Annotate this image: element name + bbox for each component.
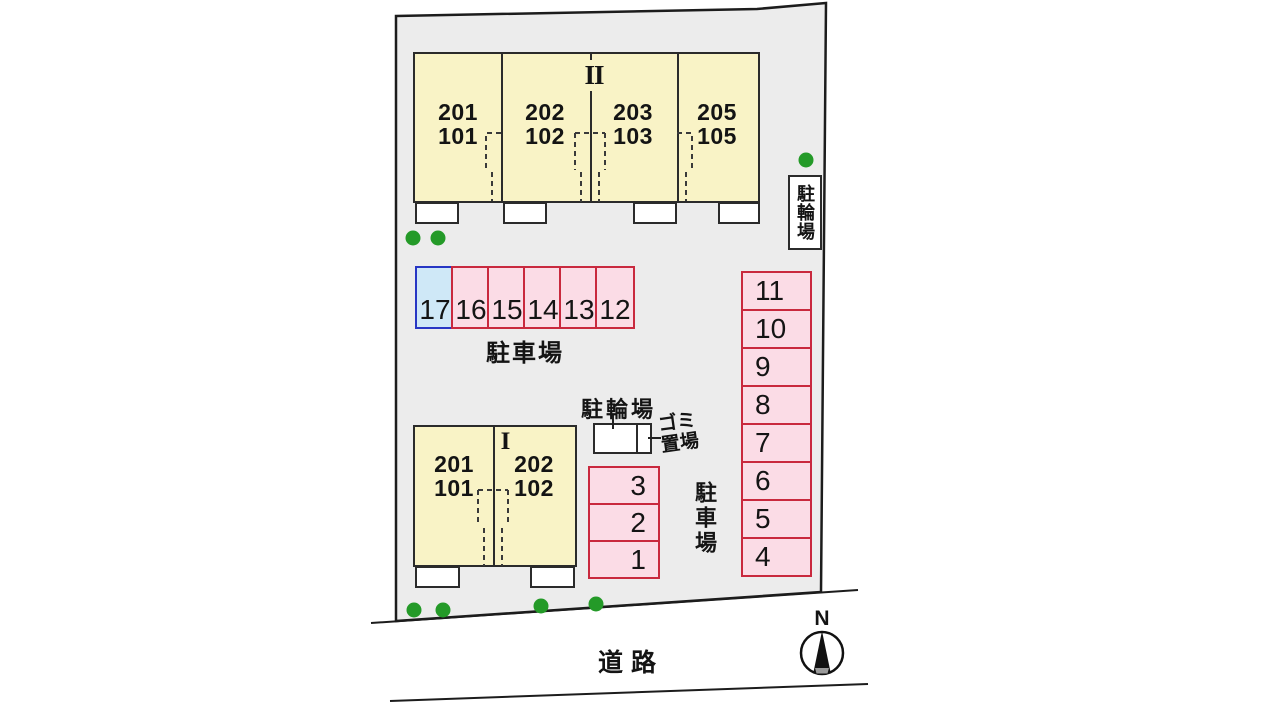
unit-divider [501, 54, 503, 201]
parking-space-1: 1 [588, 540, 660, 579]
trees [405, 152, 814, 618]
entrance-porch [415, 566, 460, 588]
unit-upper-number: 202 [525, 99, 565, 125]
unit-divider [677, 54, 679, 201]
parking-space-11: 11 [741, 271, 812, 311]
entrance-porch [530, 566, 575, 588]
road-line-near [370, 589, 859, 624]
compass [799, 630, 845, 676]
bicycle-parking-label-middle: 駐輪場 [581, 397, 657, 422]
tree-dot [406, 602, 422, 618]
unit-lower-number: 103 [613, 123, 653, 150]
tree-dot [533, 598, 549, 614]
parking-space-14: 14 [523, 266, 563, 329]
parking-space-10: 10 [741, 309, 812, 349]
entrance-porch [415, 202, 459, 224]
connector-lines [612, 414, 661, 439]
compass-needle-base [815, 668, 829, 674]
unit-upper-number: 203 [613, 99, 653, 125]
parking-space-15: 15 [487, 266, 527, 329]
unit-lower-number: 102 [525, 123, 565, 150]
unit-divider [493, 427, 495, 565]
bicycle-parking-sign-text: 駐輪場 [795, 184, 815, 241]
parking-space-5: 5 [741, 499, 812, 539]
tree-dot [588, 596, 604, 612]
parking-space-4: 4 [741, 537, 812, 577]
parking-space-9: 9 [741, 347, 812, 387]
parking-space-6: 6 [741, 461, 812, 501]
unit-lower-number: 105 [697, 123, 737, 150]
building-upper-roman-label: II [577, 60, 611, 91]
bicycle-parking-sign-right: 駐輪場 [788, 175, 822, 250]
compass-n-label: N [814, 607, 830, 630]
unit-lower-number: 101 [434, 475, 474, 502]
parking-space-3: 3 [588, 466, 660, 505]
compass-needle [813, 631, 831, 672]
stair-dashes [477, 132, 693, 566]
road-line-far [389, 683, 869, 702]
parking-space-13: 13 [559, 266, 599, 329]
parking-space-16: 16 [451, 266, 491, 329]
tree-dot [798, 152, 814, 168]
entrance-porch [503, 202, 547, 224]
tree-dot [435, 602, 451, 618]
unit-upper-number: 201 [434, 451, 474, 477]
road-label: 道路 [598, 649, 665, 677]
garbage-area-label: ゴミ 置場 [657, 410, 700, 458]
parking-row-label: 駐車場 [486, 340, 564, 367]
tree-dot [405, 230, 421, 246]
unit-lower-number: 102 [514, 475, 554, 502]
stair-dash-center [574, 132, 606, 202]
stair-dash-lower [477, 489, 509, 566]
unit-upper-number: 202 [514, 451, 554, 477]
parking-space-12: 12 [595, 266, 635, 329]
building-lower-roman-label: I [500, 428, 511, 455]
unit-upper-number: 201 [438, 99, 478, 125]
entrance-porch [633, 202, 677, 224]
parking-column-label: 駐車場 [692, 481, 717, 556]
tree-dot [430, 230, 446, 246]
stair-dash-left [485, 132, 501, 201]
entrance-porch [718, 202, 760, 224]
stair-dash-right [677, 132, 693, 201]
unit-divider-center [590, 54, 592, 201]
unit-lower-number: 101 [438, 123, 478, 150]
unit-upper-number: 205 [697, 99, 737, 125]
